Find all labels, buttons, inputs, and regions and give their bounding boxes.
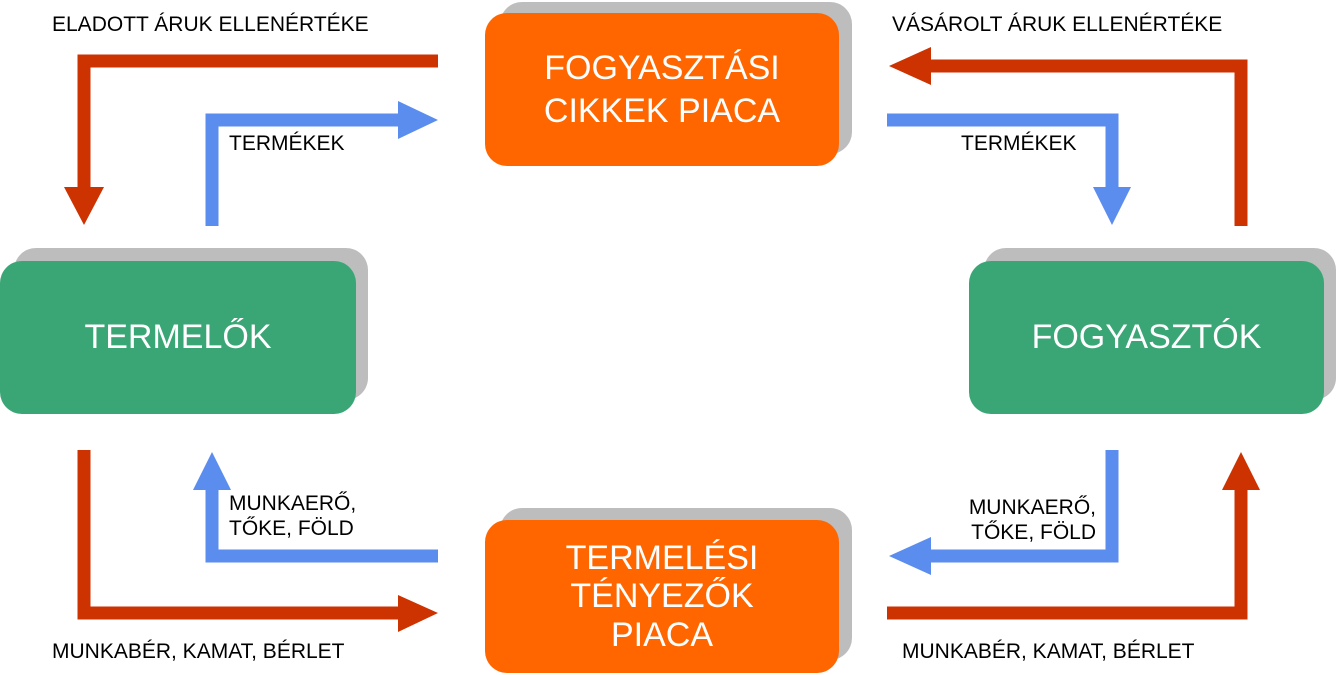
goods-arrowhead-top-right: [1093, 187, 1131, 225]
label-top-left-goods: TERMÉKEK: [229, 132, 345, 155]
goods-flow-top-left: [205, 113, 400, 226]
label-top-left-money: ELADOTT ÁRUK ELLENÉRTÉKE: [52, 13, 369, 36]
label-top-right-goods: TERMÉKEK: [961, 132, 1077, 155]
consumer-goods-market-label: FOGYASZTÁSI CIKKEK PIACA: [543, 49, 781, 130]
label-top-right-money: VÁSÁROLT ÁRUK ELLENÉRTÉKE: [892, 13, 1223, 36]
money-arrowhead-bottom-right: [1222, 452, 1260, 490]
money-flow-top-right: [928, 59, 1248, 226]
money-arrowhead-top-right: [889, 47, 931, 85]
consumers-box: FOGYASZTÓK: [969, 261, 1324, 414]
producers-box: TERMELŐK: [0, 261, 356, 414]
money-flow-top-left: [77, 54, 438, 190]
label-bottom-left-money: MUNKABÉR, KAMAT, BÉRLET: [52, 640, 345, 663]
label-bottom-right-money: MUNKABÉR, KAMAT, BÉRLET: [902, 640, 1195, 663]
consumers-label: FOGYASZTÓK: [1031, 318, 1262, 357]
factors-flow-bottom-left: [205, 488, 438, 563]
money-flow-bottom-left: [77, 450, 400, 620]
money-arrowhead-bottom-left: [398, 595, 438, 632]
money-flow-bottom-right: [887, 488, 1248, 620]
factors-flow-bottom-right: [928, 450, 1119, 563]
goods-arrowhead-top-left: [398, 101, 438, 139]
consumer-goods-market-box: FOGYASZTÁSI CIKKEK PIACA: [485, 13, 839, 166]
money-arrowhead-top-left: [64, 187, 104, 225]
goods-flow-top-right: [887, 113, 1119, 190]
producers-label: TERMELŐK: [84, 318, 272, 357]
factors-arrowhead-bottom-left: [193, 452, 231, 490]
label-bottom-right-factors: MUNKAERŐ, TŐKE, FÖLD: [968, 496, 1096, 545]
label-bottom-left-factors: MUNKAERŐ, TŐKE, FÖLD: [229, 492, 357, 541]
factor-market-box: TERMELÉSI TÉNYEZŐK PIACA: [485, 520, 839, 673]
factors-arrowhead-bottom-right: [889, 537, 931, 575]
factor-market-label: TERMELÉSI TÉNYEZŐK PIACA: [565, 539, 759, 654]
